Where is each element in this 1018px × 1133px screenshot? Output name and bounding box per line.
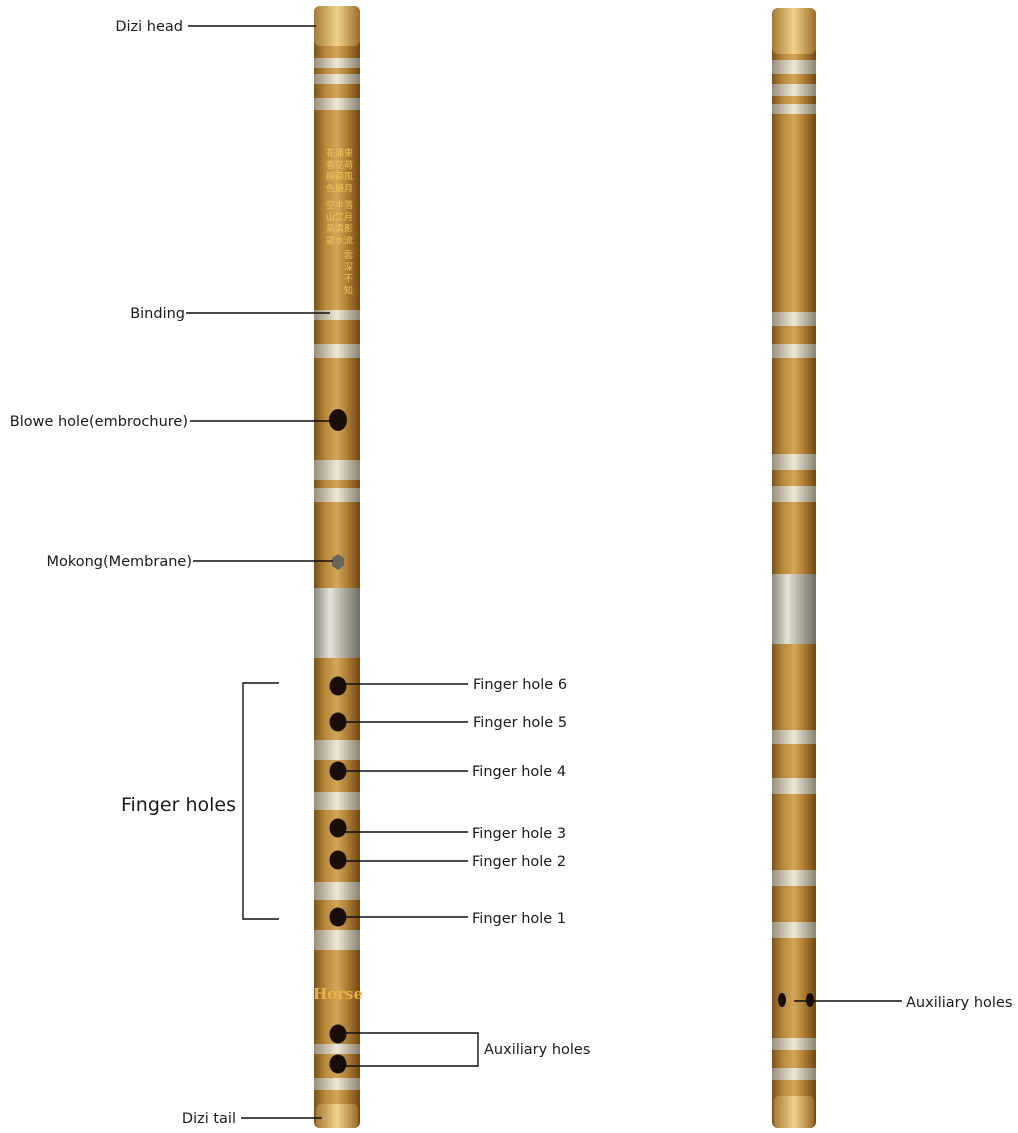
auxiliary-hole-front-2: [329, 1054, 347, 1074]
label-finger-holes: Finger holes: [121, 794, 236, 816]
label-finger-hole-6: Finger hole 6: [473, 677, 567, 693]
label-finger-hole-4: Finger hole 4: [472, 764, 566, 780]
back-bindings: [772, 60, 816, 1080]
back-flute-body: [772, 8, 816, 1128]
auxiliary-holes-bracket: [344, 1032, 479, 1067]
back-flute: [772, 8, 816, 1128]
auxiliary-hole-back-2: [806, 993, 814, 1007]
calligraphy-line: 東 荷 風 月: [342, 147, 353, 194]
brand-engraving: Horse: [313, 985, 363, 1003]
calligraphy-line: 半 江 清 水: [333, 199, 344, 245]
auxiliary-hole-front-1: [329, 1024, 347, 1044]
label-finger-hole-1: Finger hole 1: [472, 911, 566, 927]
label-finger-hole-5: Finger hole 5: [473, 715, 567, 731]
front-metal-ring: [314, 588, 360, 658]
front-flute-tail-cap: [316, 1104, 358, 1128]
labels: Dizi head Binding Blowe hole(embrochure)…: [10, 19, 1013, 1127]
back-flute-head-cap: [772, 8, 816, 54]
label-binding: Binding: [130, 306, 185, 322]
finger-hole-1: [329, 907, 347, 927]
label-dizi-tail: Dizi tail: [182, 1111, 236, 1127]
label-finger-hole-3: Finger hole 3: [472, 826, 566, 842]
finger-holes-bracket: [242, 682, 279, 920]
calligraphy-line: 雲 深 不 知: [342, 250, 353, 296]
finger-hole-4: [329, 761, 347, 781]
finger-hole-2: [329, 850, 347, 870]
calligraphy-line: 落 月 影 流: [342, 199, 353, 246]
mokong-hole: [332, 554, 344, 570]
front-holes: [329, 409, 347, 1074]
back-flute-tail-cap: [774, 1096, 814, 1128]
back-metal-ring: [772, 574, 816, 644]
auxiliary-hole-back-1: [778, 993, 786, 1007]
label-blow-hole: Blowe hole(embrochure): [10, 414, 188, 430]
finger-hole-6: [329, 676, 347, 696]
label-finger-hole-2: Finger hole 2: [472, 854, 566, 870]
finger-hole-3: [329, 818, 347, 838]
label-mokong: Mokong(Membrane): [46, 554, 192, 570]
calligraphy-line: 花 香 柳 色: [324, 147, 335, 193]
label-dizi-head: Dizi head: [115, 19, 183, 35]
front-calligraphy: 東 荷 風 月 浦 花 荷 塘 花 香 柳 色 落 月 影 流 半 江 清 水 …: [324, 147, 353, 296]
finger-hole-5: [329, 712, 347, 732]
calligraphy-line: 浦 花 荷 塘: [333, 147, 344, 194]
front-flute-head-cap: [314, 6, 360, 46]
calligraphy-line: 空 山 鳥 語: [324, 199, 335, 246]
label-auxiliary-holes-back: Auxiliary holes: [906, 995, 1012, 1011]
leader-lines: [186, 25, 902, 1119]
label-auxiliary-holes-front: Auxiliary holes: [484, 1042, 590, 1058]
front-bindings: [314, 58, 360, 1090]
front-flute: 東 荷 風 月 浦 花 荷 塘 花 香 柳 色 落 月 影 流 半 江 清 水 …: [313, 6, 363, 1128]
blow-hole: [329, 409, 347, 431]
back-holes: [778, 993, 814, 1007]
